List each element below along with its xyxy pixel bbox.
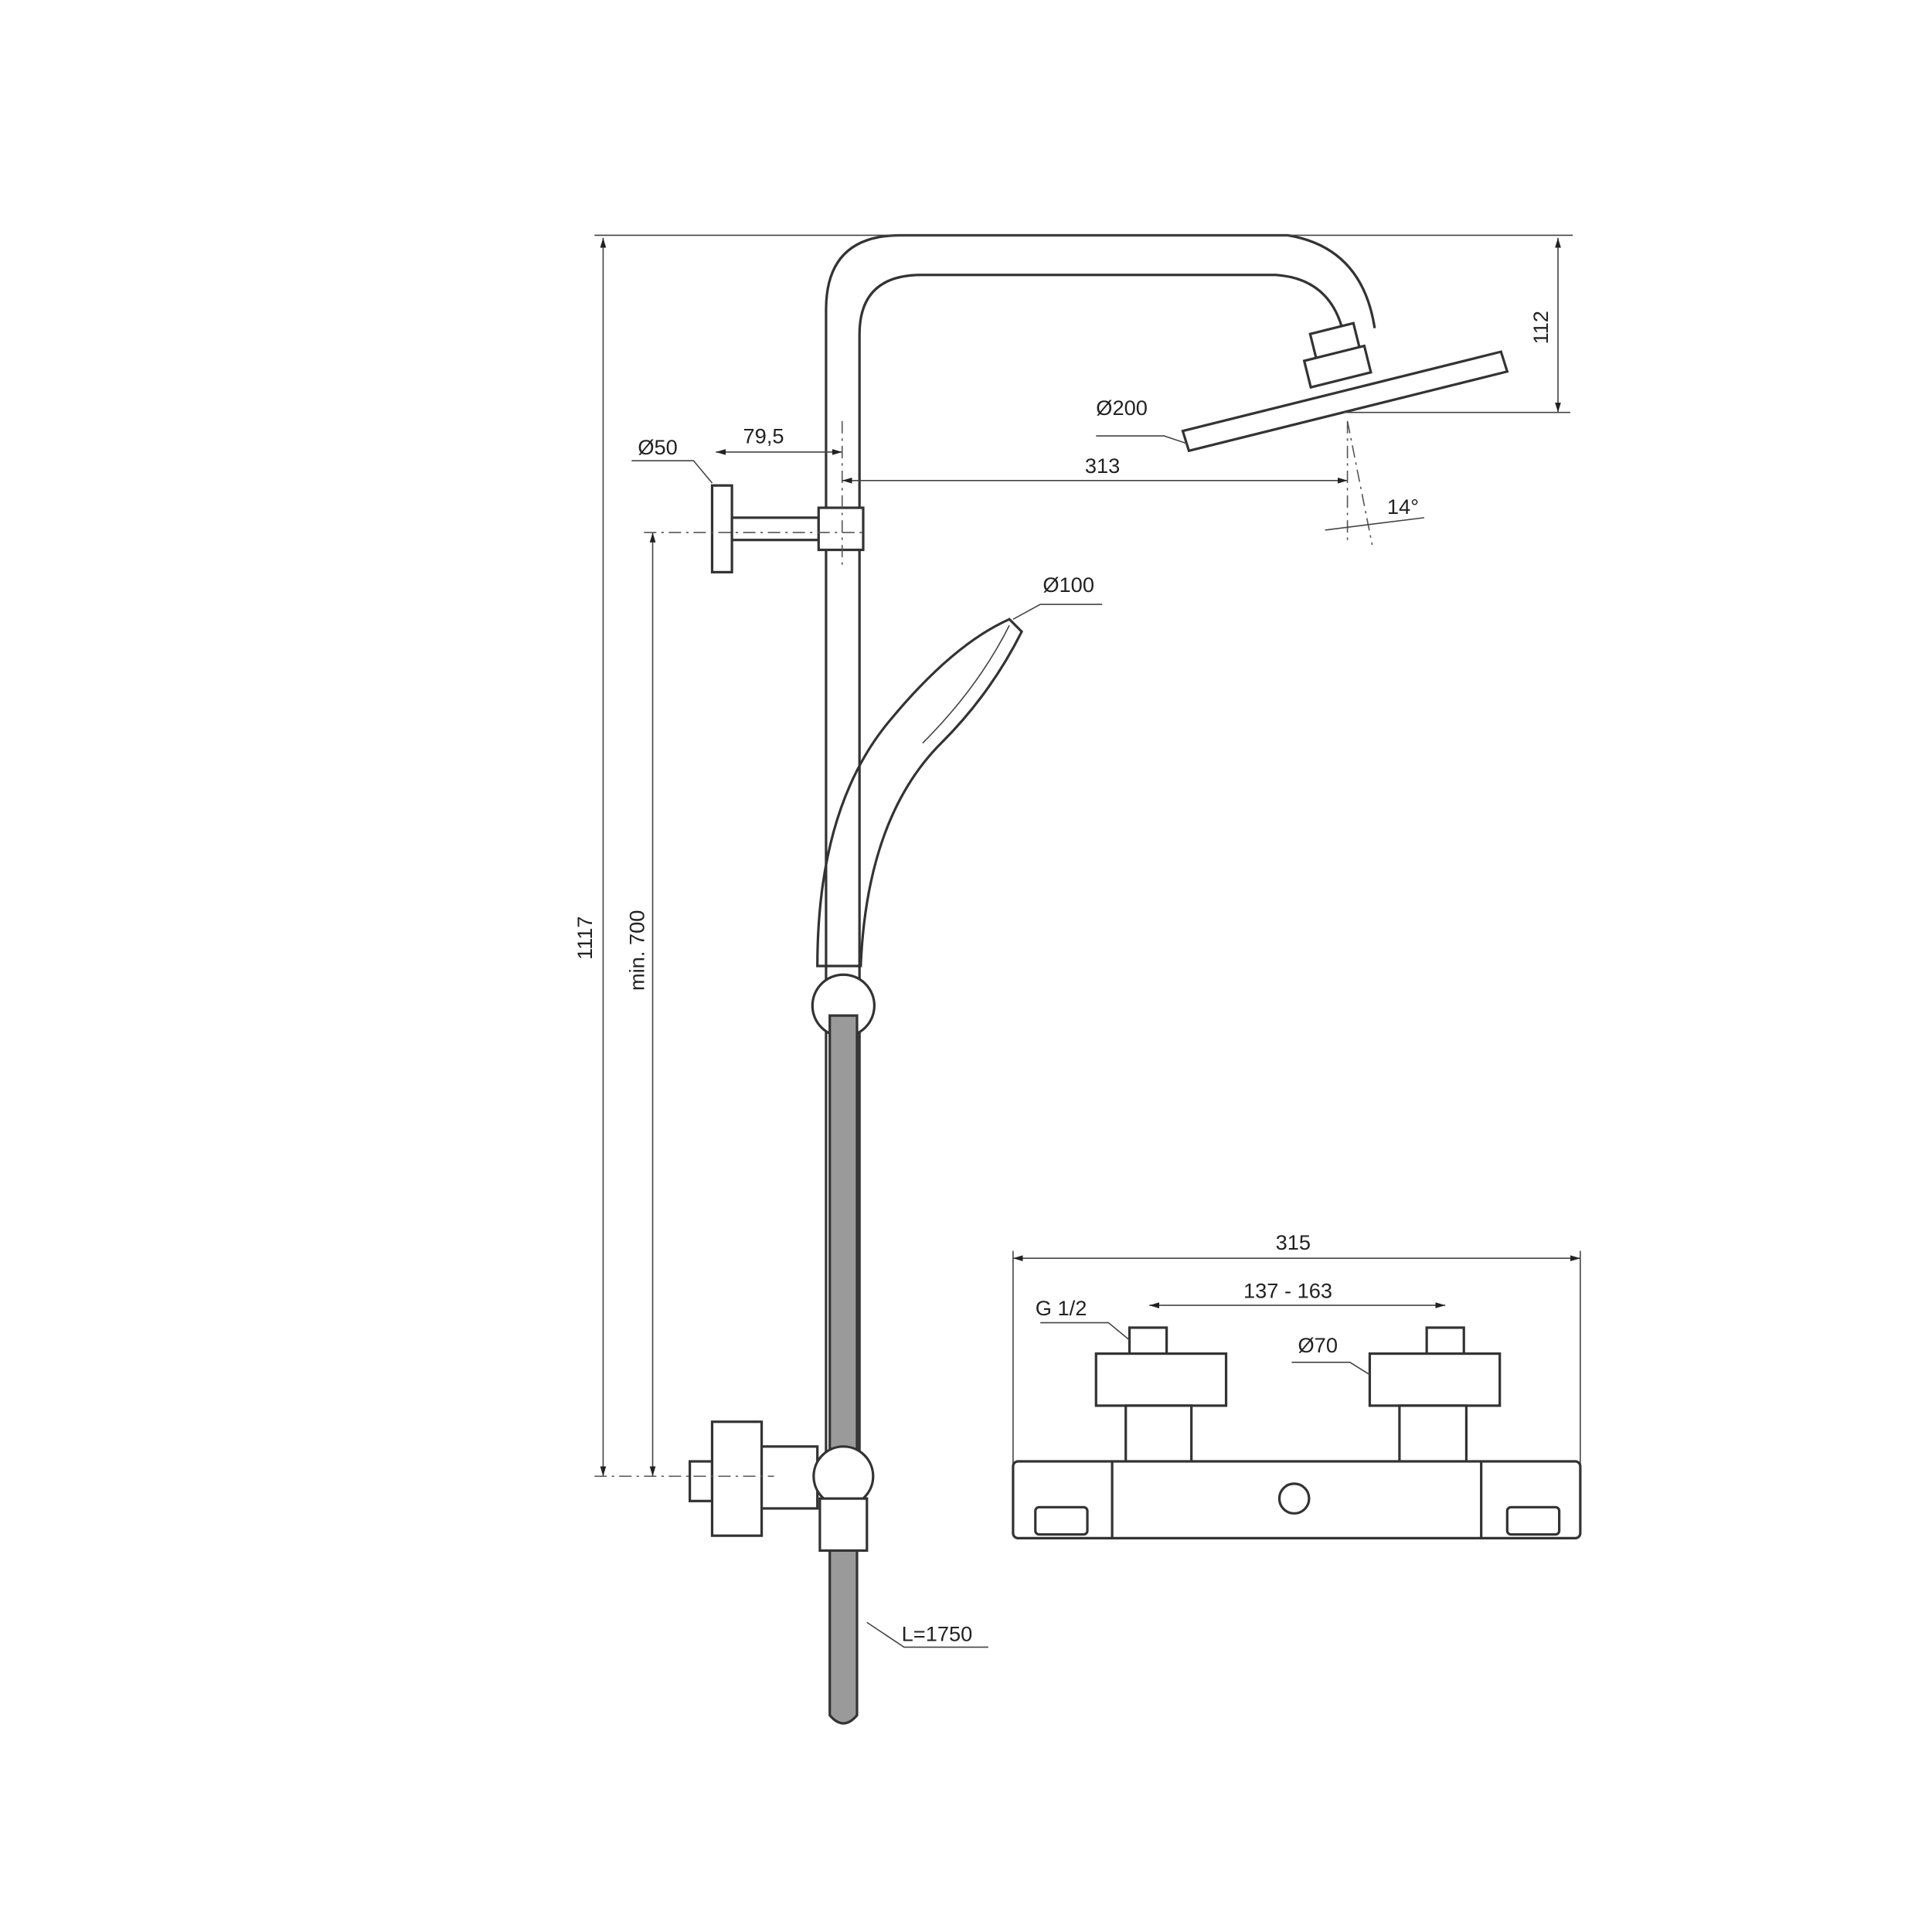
label-total-height: 1117 — [573, 916, 597, 960]
shower-hose — [828, 1014, 859, 1725]
label-wall-bracket-dia: Ø50 — [638, 435, 677, 459]
hand-shower — [811, 617, 1024, 1038]
lower-connector — [689, 1420, 875, 1553]
label-head-reach: 313 — [1085, 454, 1120, 478]
dimension-lines — [594, 234, 1573, 1648]
label-inlet-thread: G 1/2 — [1036, 1296, 1087, 1320]
label-hose-length: L=1750 — [902, 1621, 973, 1645]
thermostatic-mixer — [1012, 1250, 1582, 1539]
label-head-angle: 14° — [1387, 495, 1419, 519]
label-min-height: min. 700 — [624, 910, 648, 991]
overhead-shower-head — [1181, 321, 1509, 453]
label-bracket-offset: 79,5 — [743, 424, 784, 448]
wall-bracket — [710, 484, 865, 573]
label-inlet-centres: 137 - 163 — [1243, 1278, 1332, 1302]
label-escutcheon-dia: Ø70 — [1298, 1333, 1337, 1357]
label-head-drop: 112 — [1529, 311, 1553, 344]
label-head-dia: Ø200 — [1096, 396, 1148, 420]
label-mixer-width: 315 — [1276, 1230, 1311, 1254]
label-hand-shower-dia: Ø100 — [1043, 573, 1094, 597]
